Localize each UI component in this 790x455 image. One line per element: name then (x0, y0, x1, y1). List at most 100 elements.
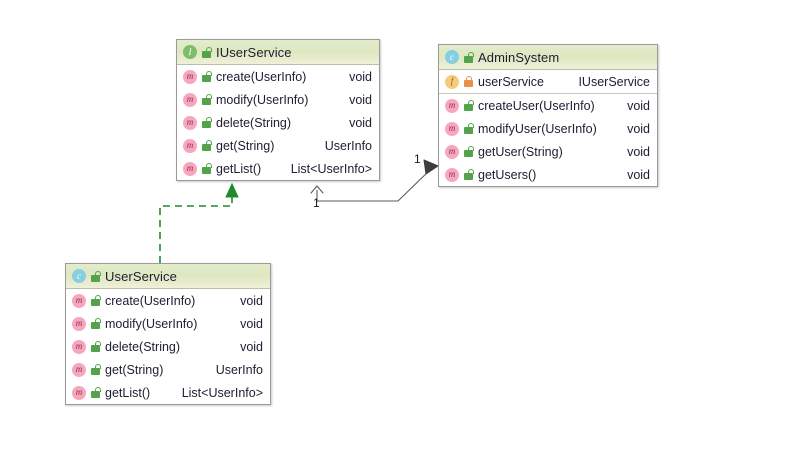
methods-section: m createUser(UserInfo) void m modifyUser… (439, 93, 657, 186)
realization-arrowhead-triangle (225, 182, 239, 198)
method-badge-icon: m (445, 167, 459, 182)
aggregation-diamond (423, 159, 439, 175)
method-badge-icon: m (72, 339, 86, 354)
member-name-label: get(String) (105, 362, 164, 377)
member-type-label: void (627, 167, 650, 182)
association-source-multiplicity: 1 (414, 152, 421, 166)
member-row[interactable]: m createUser(UserInfo) void (439, 94, 657, 117)
public-unlock-icon (202, 94, 212, 105)
member-type-label: void (349, 92, 372, 107)
association-target-multiplicity: 1 (313, 196, 320, 210)
class-header-adminsystem[interactable]: c AdminSystem (439, 45, 657, 70)
member-name-label: delete(String) (216, 115, 292, 130)
method-badge-icon: m (445, 98, 459, 113)
public-unlock-icon (464, 123, 474, 134)
member-name-label: modify(UserInfo) (216, 92, 309, 107)
member-name-label: getList() (216, 161, 262, 176)
member-type-label: void (240, 293, 263, 308)
public-unlock-icon (464, 51, 474, 63)
class-name-label: AdminSystem (478, 49, 560, 65)
member-type-label: void (627, 98, 650, 113)
member-name-label: create(UserInfo) (105, 293, 196, 308)
member-type-label: void (627, 144, 650, 159)
member-row[interactable]: m get(String) UserInfo (177, 134, 379, 157)
class-box-adminsystem[interactable]: c AdminSystem f userService IUserService… (438, 44, 658, 187)
member-row[interactable]: m modifyUser(UserInfo) void (439, 117, 657, 140)
public-unlock-icon (464, 169, 474, 180)
member-name-label: getList() (105, 385, 151, 400)
public-unlock-icon (202, 140, 212, 151)
realization-edge (159, 182, 239, 263)
member-row[interactable]: m getUsers() void (439, 163, 657, 186)
method-badge-icon: m (72, 362, 86, 377)
member-row[interactable]: m get(String) UserInfo (66, 358, 270, 381)
class-header-userservice[interactable]: c UserService (66, 264, 270, 289)
member-type-label: List<UserInfo> (290, 161, 372, 176)
method-badge-icon: m (445, 144, 459, 159)
member-row[interactable]: m create(UserInfo) void (177, 65, 379, 88)
method-badge-icon: m (72, 385, 86, 400)
member-row[interactable]: m modify(UserInfo) void (66, 312, 270, 335)
method-badge-icon: m (445, 121, 459, 136)
public-unlock-icon (464, 146, 474, 157)
member-row[interactable]: m create(UserInfo) void (66, 289, 270, 312)
member-type-label: UserInfo (215, 362, 263, 377)
class-badge-icon: c (72, 269, 86, 283)
methods-section: m create(UserInfo) void m modify(UserInf… (177, 65, 379, 180)
method-badge-icon: m (183, 92, 197, 107)
public-unlock-icon (91, 295, 101, 306)
member-type-label: UserInfo (324, 138, 372, 153)
association-open-arrowhead (310, 185, 324, 194)
public-unlock-icon (202, 46, 212, 58)
field-badge-icon: f (445, 74, 459, 89)
member-row[interactable]: m delete(String) void (177, 111, 379, 134)
public-unlock-icon (91, 387, 101, 398)
public-unlock-icon (202, 117, 212, 128)
class-header-iuserservice[interactable]: I IUserService (177, 40, 379, 65)
method-badge-icon: m (183, 69, 197, 84)
member-name-label: get(String) (216, 138, 275, 153)
member-name-label: getUsers() (478, 167, 537, 182)
member-row[interactable]: m getList() List<UserInfo> (177, 157, 379, 180)
public-unlock-icon (91, 341, 101, 352)
member-type-label: void (349, 115, 372, 130)
member-name-label: createUser(UserInfo) (478, 98, 595, 113)
private-lock-icon (464, 76, 473, 87)
member-type-label: void (240, 339, 263, 354)
member-name-label: modify(UserInfo) (105, 316, 198, 331)
fields-section: f userService IUserService (439, 70, 657, 93)
method-badge-icon: m (183, 161, 197, 176)
method-badge-icon: m (72, 316, 86, 331)
member-type-label: List<UserInfo> (181, 385, 263, 400)
class-box-userservice[interactable]: c UserService m create(UserInfo) void m … (65, 263, 271, 405)
class-box-iuserservice[interactable]: I IUserService m create(UserInfo) void m… (176, 39, 380, 181)
public-unlock-icon (91, 364, 101, 375)
member-name-label: delete(String) (105, 339, 181, 354)
member-name-label: getUser(String) (478, 144, 563, 159)
method-badge-icon: m (183, 138, 197, 153)
member-type-label: void (349, 69, 372, 84)
member-row[interactable]: f userService IUserService (439, 70, 657, 93)
member-name-label: modifyUser(UserInfo) (478, 121, 597, 136)
member-row[interactable]: m modify(UserInfo) void (177, 88, 379, 111)
member-type-label: void (240, 316, 263, 331)
member-type-label: void (627, 121, 650, 136)
member-row[interactable]: m delete(String) void (66, 335, 270, 358)
realization-line (159, 196, 233, 263)
public-unlock-icon (202, 71, 212, 82)
class-name-label: UserService (105, 268, 177, 284)
member-name-label: create(UserInfo) (216, 69, 307, 84)
public-unlock-icon (464, 100, 474, 111)
member-type-label: IUserService (578, 74, 650, 89)
member-name-label: userService (478, 74, 544, 89)
method-badge-icon: m (183, 115, 197, 130)
public-unlock-icon (202, 163, 212, 174)
class-name-label: IUserService (216, 44, 292, 60)
methods-section: m create(UserInfo) void m modify(UserInf… (66, 289, 270, 404)
member-row[interactable]: m getList() List<UserInfo> (66, 381, 270, 404)
member-row[interactable]: m getUser(String) void (439, 140, 657, 163)
class-badge-icon: c (445, 50, 459, 64)
public-unlock-icon (91, 270, 101, 282)
method-badge-icon: m (72, 293, 86, 308)
